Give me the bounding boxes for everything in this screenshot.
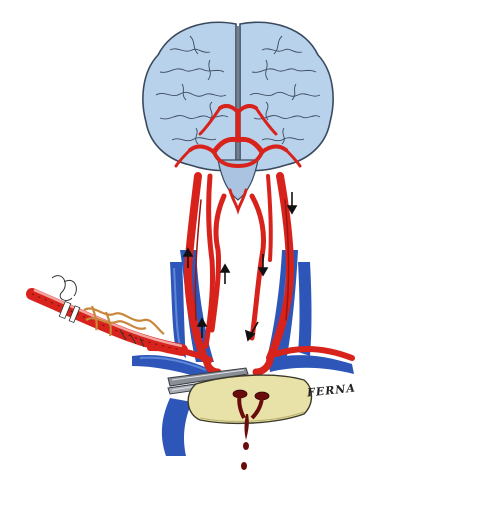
brachiocephalic-vein-right [268, 355, 354, 374]
neck-arteries [147, 172, 355, 376]
arrow-icon [286, 192, 298, 215]
brain-icon [142, 21, 334, 201]
arrow-icon [219, 263, 231, 284]
brain-right-hemisphere [239, 21, 334, 172]
arrow-icon [196, 317, 208, 338]
tissue-section [187, 374, 313, 470]
wire-ties [51, 275, 145, 348]
superior-vena-cava [161, 398, 192, 456]
suture-wrap [83, 305, 165, 337]
brain-left-hemisphere [142, 21, 237, 172]
brainstem [217, 159, 259, 201]
blood-drop-icon [241, 414, 249, 470]
flow-arrows [182, 192, 298, 342]
left-common-carotid-artery [183, 172, 208, 362]
arrow-icon [182, 247, 194, 268]
arrow-icon [257, 254, 269, 277]
arrow-icon [244, 321, 259, 342]
right-vertebral-artery [266, 174, 273, 262]
left-internal-carotid-artery [209, 193, 227, 333]
brain-gyri [155, 35, 321, 145]
right-subclavian-artery [273, 346, 355, 361]
tissue-slab [187, 374, 313, 425]
left-vertebral-artery [203, 173, 216, 349]
catheter-tube [26, 288, 188, 356]
right-jugular-vein-outer [298, 262, 312, 356]
right-internal-carotid-artery [249, 193, 267, 341]
catheter-icon [26, 275, 188, 356]
jugular-veins [132, 250, 354, 456]
cerebral-arteries [174, 103, 302, 169]
